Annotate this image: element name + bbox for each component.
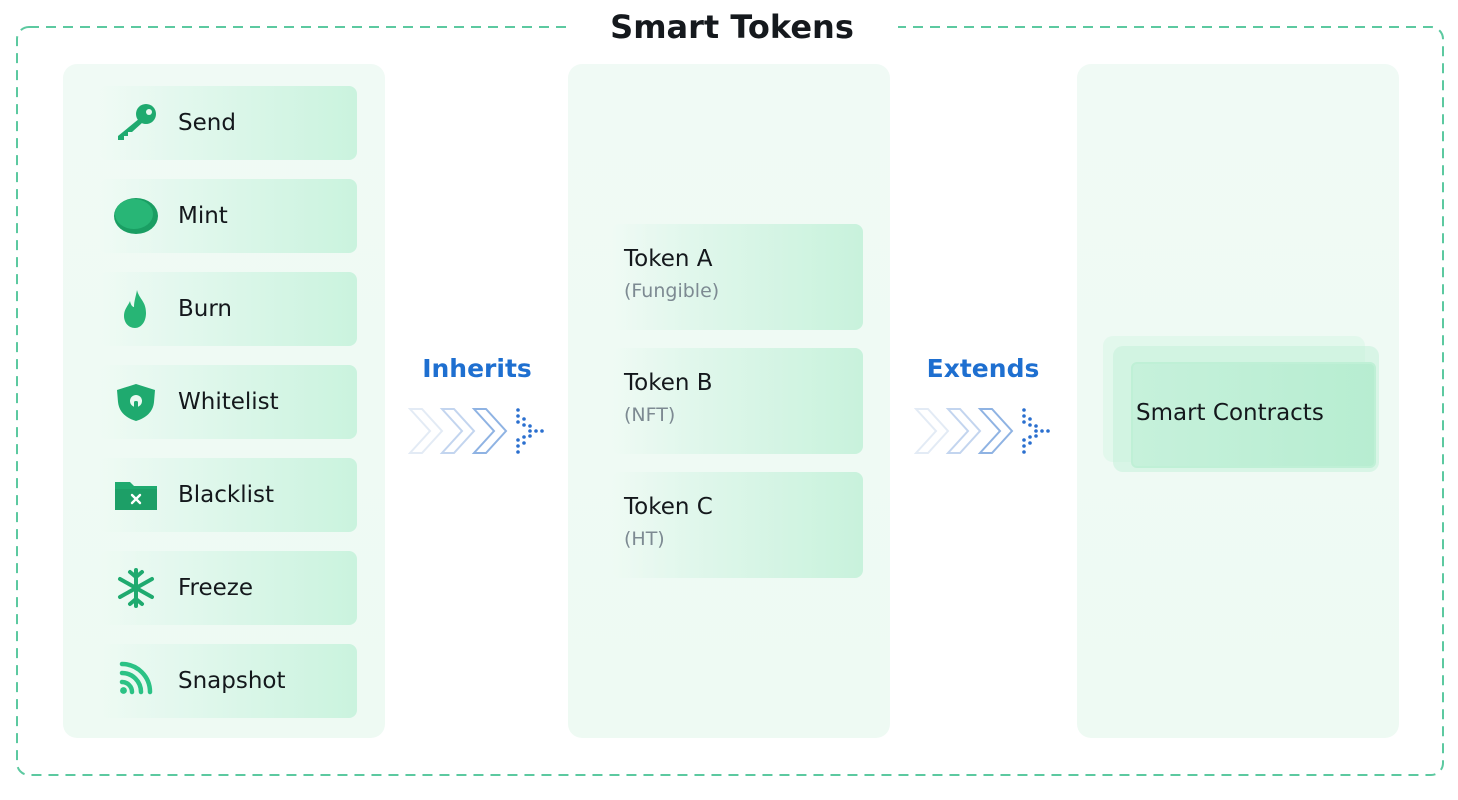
smart-contracts-card (1131, 362, 1376, 468)
token-name: Token A (624, 246, 713, 272)
folder-x-icon (113, 473, 159, 517)
capability-label: Snapshot (178, 668, 286, 694)
token-card: Token B (NFT) (612, 348, 863, 454)
inherits-arrow (408, 408, 544, 454)
shield-lock-icon (113, 380, 159, 424)
token-type: (Fungible) (624, 280, 720, 302)
inherits-label: Inherits (422, 354, 532, 383)
capability-label: Whitelist (178, 389, 279, 415)
capability-label: Blacklist (178, 482, 275, 508)
smart-contracts-stack (1095, 330, 1385, 480)
token-name: Token B (624, 370, 713, 396)
key-icon (113, 101, 159, 145)
capability-label: Mint (178, 203, 228, 229)
capability-burn: Burn (99, 272, 357, 346)
capability-mint: Mint (99, 179, 357, 253)
snowflake-icon (113, 566, 159, 610)
signal-icon (113, 659, 159, 703)
capability-freeze: Freeze (99, 551, 357, 625)
coin-icon (113, 194, 159, 238)
capability-label: Send (178, 110, 236, 136)
token-type: (HT) (624, 528, 665, 550)
extends-label: Extends (926, 354, 1040, 383)
capabilities-panel: Send Mint Burn (63, 64, 385, 738)
extends-arrow (914, 408, 1050, 454)
capability-label: Freeze (178, 575, 254, 601)
token-card: Token C (HT) (612, 472, 863, 578)
flame-icon (113, 287, 159, 331)
capability-whitelist: Whitelist (99, 365, 357, 439)
capability-label: Burn (178, 296, 232, 322)
capability-send: Send (99, 86, 357, 160)
smart-contracts-label: Smart Contracts (1136, 400, 1324, 426)
capability-snapshot: Snapshot (99, 644, 357, 718)
tokens-panel: Token A (Fungible) Token B (NFT) Token C… (568, 64, 890, 738)
diagram-title: Smart Tokens (566, 4, 898, 50)
token-type: (NFT) (624, 404, 676, 426)
token-name: Token C (624, 494, 713, 520)
token-card: Token A (Fungible) (612, 224, 863, 330)
capability-blacklist: Blacklist (99, 458, 357, 532)
